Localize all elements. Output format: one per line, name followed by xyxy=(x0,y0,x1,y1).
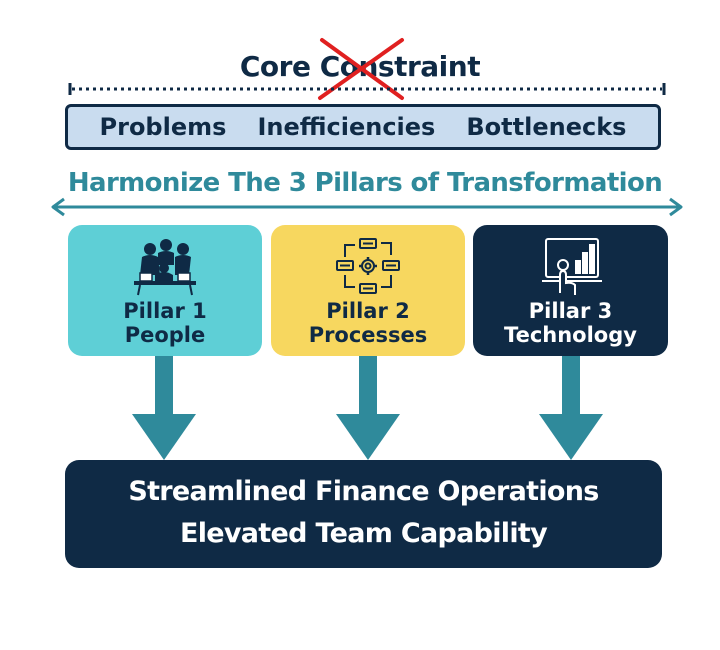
constraint-inefficiencies: Inefficiencies xyxy=(257,113,436,141)
outcome-line-2: Elevated Team Capability xyxy=(179,518,548,549)
pillar-1-subtitle: People xyxy=(124,323,206,347)
outcome-box: Streamlined Finance Operations Elevated … xyxy=(65,460,662,568)
down-arrow-icon xyxy=(539,356,603,460)
constraint-box: Problems Inefficiencies Bottlenecks xyxy=(65,104,661,150)
down-arrow-icon xyxy=(336,356,400,460)
pillar-people: Pillar 1 People xyxy=(68,225,262,356)
dotted-span-line xyxy=(68,83,666,95)
touch-screen-chart-icon xyxy=(541,238,602,295)
pillar-3-title: Pillar 3 xyxy=(528,299,613,323)
pillar-2-subtitle: Processes xyxy=(308,323,428,347)
process-gear-icon xyxy=(336,238,400,294)
pillar-processes: Pillar 2 Processes xyxy=(271,225,465,356)
constraint-bottlenecks: Bottlenecks xyxy=(466,113,627,141)
outcome-line-1: Streamlined Finance Operations xyxy=(128,476,599,507)
pillar-2-title: Pillar 2 xyxy=(326,299,410,323)
constraint-problems: Problems xyxy=(99,113,227,141)
down-arrow-icon xyxy=(132,356,196,460)
pillar-1-title: Pillar 1 xyxy=(123,299,207,323)
pillar-technology: Pillar 3 Technology xyxy=(473,225,668,356)
team-meeting-icon xyxy=(134,239,196,296)
harmonize-title: Harmonize The 3 Pillars of Transformatio… xyxy=(67,168,663,198)
double-arrow-icon xyxy=(51,197,683,217)
pillar-3-subtitle: Technology xyxy=(504,323,637,347)
